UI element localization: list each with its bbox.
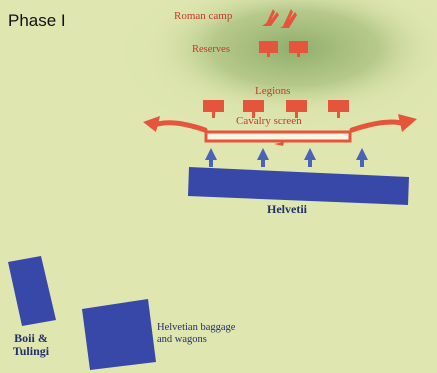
reserve-unit (259, 41, 278, 57)
up-arrow-icon (257, 148, 269, 167)
legion-unit (203, 100, 224, 118)
baggage-label: Helvetian baggage and wagons (157, 322, 235, 346)
reserves-label: Reserves (192, 44, 230, 55)
legions-label: Legions (255, 85, 291, 97)
hill-shading (145, 0, 437, 116)
curved-arrow-icon (143, 116, 208, 133)
cavalry-screen (204, 130, 352, 143)
phase-label: Phase I (8, 11, 66, 30)
up-arrow-icon (356, 148, 368, 167)
roman-camp-label: Roman camp (174, 10, 233, 22)
reserve-unit (289, 41, 308, 57)
helvetii-label: Helvetii (267, 202, 307, 216)
cavalry-screen-label: Cavalry screen (236, 115, 302, 127)
baggage-label-line1: Helvetian baggage (157, 322, 236, 333)
helvetii-block (188, 167, 409, 205)
up-arrow-icon (304, 148, 316, 167)
baggage-label-line2: and wagons (157, 334, 207, 346)
boii-label-line1: Boii & (14, 331, 48, 345)
curved-arrow-icon (349, 114, 417, 133)
legion-unit (243, 100, 264, 118)
camp-flag-icon (262, 9, 279, 26)
up-arrow-icon (205, 148, 217, 167)
legion-unit (286, 100, 307, 118)
cavalry-marker (274, 142, 284, 146)
camp-flag-icon (280, 9, 297, 28)
boii-tulingi-block (8, 256, 56, 326)
baggage-block (82, 299, 156, 370)
boii-label-line2: Tulingi (12, 344, 50, 359)
legion-unit (328, 100, 349, 118)
boii-tulingi-label: Boii & Tulingi (3, 331, 59, 359)
